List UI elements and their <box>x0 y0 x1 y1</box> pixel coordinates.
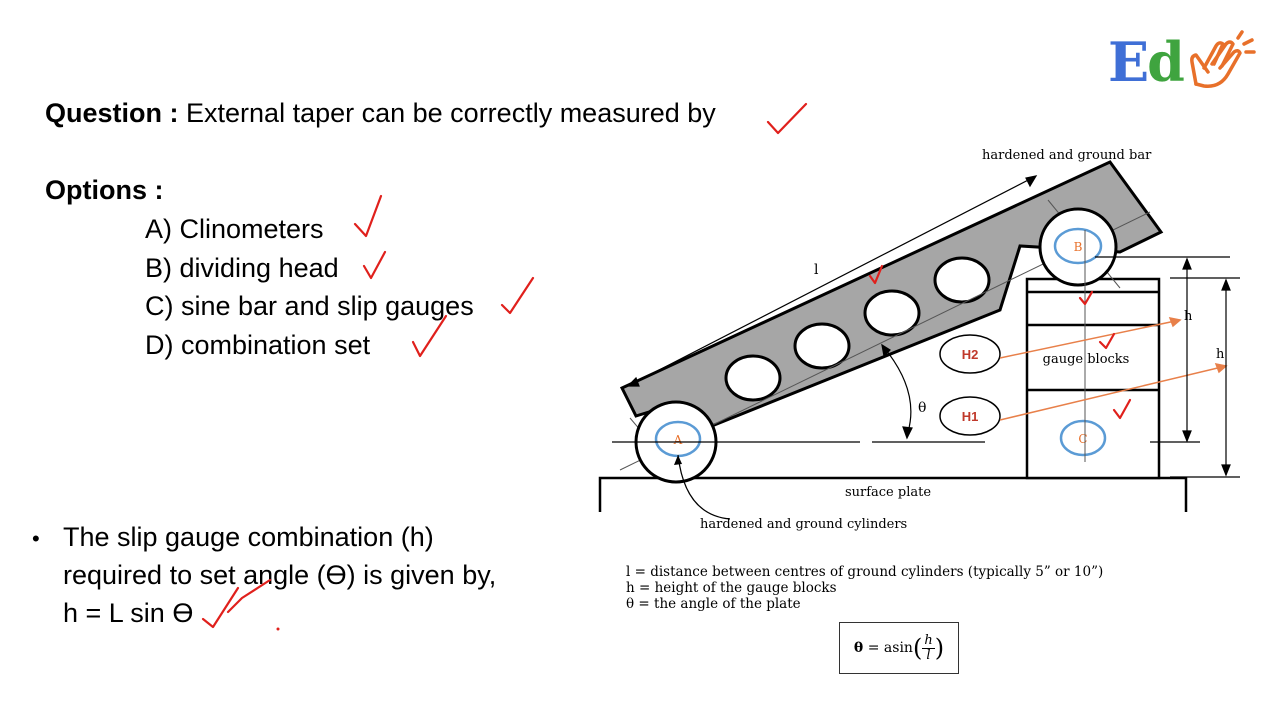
check-icon <box>201 578 272 629</box>
cylinders-label: hardened and ground cylinders <box>700 517 907 532</box>
question-body: External taper can be correctly measured… <box>186 98 716 128</box>
option-b: B) dividing head <box>145 253 339 283</box>
h1-circle: H1 <box>939 396 1001 436</box>
diagram-legend: l = distance between centres of ground c… <box>626 564 1103 612</box>
question-text: Question : External taper can be correct… <box>45 98 716 129</box>
note-line-2: required to set angle (ϴ) is given by, <box>63 560 497 590</box>
dimension-lines <box>612 175 1240 478</box>
theta-label: θ <box>918 400 926 416</box>
clapping-hands-icon <box>1190 30 1256 88</box>
surface-plate <box>598 476 1188 512</box>
check-icon <box>766 102 808 135</box>
h2-circle: H2 <box>939 334 1001 374</box>
note-line-1: The slip gauge combination (h) <box>63 522 434 552</box>
roller-b: B <box>1038 207 1118 287</box>
roller-a-label: A <box>673 433 683 447</box>
check-icon <box>353 194 383 238</box>
length-label: l <box>814 262 819 278</box>
legend-line-3: θ = the angle of the plate <box>626 596 801 612</box>
check-icon <box>1098 332 1116 350</box>
check-icon <box>868 264 884 285</box>
question-prefix: Question : <box>45 98 179 128</box>
legend-line-1: l = distance between centres of ground c… <box>626 564 1104 580</box>
h2-label: H2 <box>962 347 979 362</box>
check-icon <box>362 250 387 280</box>
edu-logo: Ed <box>1108 22 1258 94</box>
surface-plate-label: surface plate <box>845 485 931 500</box>
option-c: C) sine bar and slip gauges <box>145 291 474 321</box>
check-icon <box>411 314 448 358</box>
options-title: Options : <box>45 175 164 205</box>
check-icon <box>1112 398 1132 420</box>
option-d: D) combination set <box>145 330 371 360</box>
formula-fn: asin <box>883 640 913 656</box>
h-outer-label: h <box>1216 347 1225 362</box>
logo-text: Ed <box>1108 30 1185 94</box>
roller-c: C <box>1059 419 1107 457</box>
check-icon <box>500 276 535 315</box>
sine-bar-diagram: surface plate gauge blocks A B C H2 <box>598 148 1240 532</box>
check-icon <box>1078 290 1094 306</box>
option-a: A) Clinometers <box>145 214 324 244</box>
h1-label: H1 <box>962 409 979 424</box>
formula-eq: = <box>867 640 880 656</box>
roller-b-label: B <box>1074 240 1083 254</box>
h-inner-label: h <box>1184 309 1193 324</box>
bullet-icon: • <box>32 526 40 551</box>
roller-c-label: C <box>1078 432 1087 446</box>
bar-label: hardened and ground bar <box>982 148 1152 163</box>
formula-lhs: θ <box>853 640 864 656</box>
h-arrows <box>999 316 1228 421</box>
legend-line-2: h = height of the gauge blocks <box>626 580 837 596</box>
gauge-blocks-label: gauge blocks <box>1043 352 1130 367</box>
sine-bar-holes <box>724 256 991 402</box>
note-line-3: h = L sin ϴ <box>63 598 194 628</box>
